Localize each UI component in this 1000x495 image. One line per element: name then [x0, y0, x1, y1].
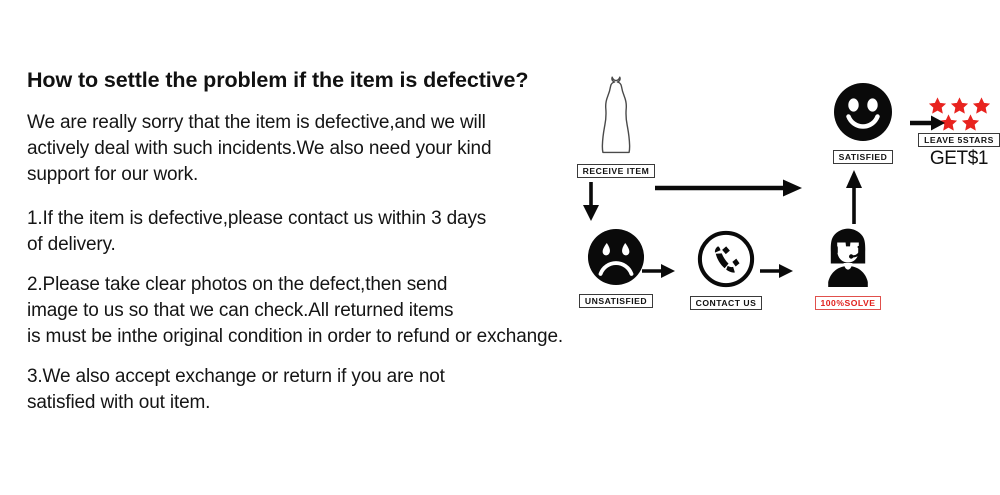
flow-arrow-satisfied-to-stars	[910, 114, 946, 137]
flow-arrow-unsatisfied-to-contact	[642, 262, 676, 285]
policy-item-3-line-2: satisfied with out item.	[27, 391, 211, 413]
flow-node-solve: 100%SOLVE	[796, 228, 900, 311]
policy-item-2-line-1: 2.Please take clear photos on the defect…	[27, 273, 448, 295]
sad-face-icon	[566, 228, 666, 291]
reward-get-one-dollar: GET$1	[929, 148, 989, 169]
support-agent-icon	[796, 228, 900, 293]
policy-item-2-line-2: image to us so that we can check.All ret…	[27, 299, 454, 321]
policy-item-1-line-1: 1.If the item is defective,please contac…	[27, 207, 487, 229]
dress-icon	[566, 74, 666, 161]
five-stars-icon	[914, 96, 1000, 133]
flow-caption-solve: 100%SOLVE	[814, 296, 882, 311]
policy-text-column: How to settle the problem if the item is…	[27, 68, 667, 430]
return-process-flowchart: RECEIVE ITEM SATISFIED	[552, 70, 1000, 340]
page-title: How to settle the problem if the item is…	[27, 68, 529, 92]
flow-node-receive-item: RECEIVE ITEM	[566, 74, 666, 179]
flow-node-satisfied: SATISFIED	[810, 82, 916, 165]
policy-intro-line-3: support for our work.	[27, 163, 199, 185]
flow-arrow-contact-to-solve	[760, 262, 794, 285]
flow-caption-contact-us: CONTACT US	[689, 296, 763, 311]
flow-caption-leave-stars: LEAVE 5STARS	[918, 133, 1000, 148]
policy-item-2: 2.Please take clear photos on the defect…	[27, 272, 667, 350]
flow-arrow-receive-to-satisfied	[655, 178, 803, 203]
flow-node-leave-stars: LEAVE 5STARS GET$1	[914, 96, 1000, 169]
smiley-face-icon	[810, 82, 916, 147]
policy-intro-line-1: We are really sorry that the item is def…	[27, 111, 486, 133]
policy-intro-line-2: actively deal with such incidents.We als…	[27, 137, 492, 159]
policy-intro-paragraph: We are really sorry that the item is def…	[27, 110, 667, 188]
flow-node-unsatisfied: UNSATISFIED	[566, 228, 666, 309]
policy-item-2-line-3: is must be inthe original condition in o…	[27, 325, 563, 347]
policy-item-3-line-1: 3.We also accept exchange or return if y…	[27, 365, 445, 387]
policy-item-1-line-2: of delivery.	[27, 233, 116, 255]
flow-caption-receive-item: RECEIVE ITEM	[576, 164, 656, 179]
flow-arrow-receive-to-unsatisfied	[580, 182, 602, 227]
flow-caption-unsatisfied: UNSATISFIED	[578, 294, 654, 309]
phone-circle-icon	[678, 230, 774, 293]
policy-item-3: 3.We also accept exchange or return if y…	[27, 364, 667, 416]
flow-node-contact-us: CONTACT US	[678, 230, 774, 311]
flow-caption-satisfied: SATISFIED	[832, 150, 894, 165]
policy-item-1: 1.If the item is defective,please contac…	[27, 206, 667, 258]
flow-arrow-solve-to-satisfied	[843, 170, 865, 229]
